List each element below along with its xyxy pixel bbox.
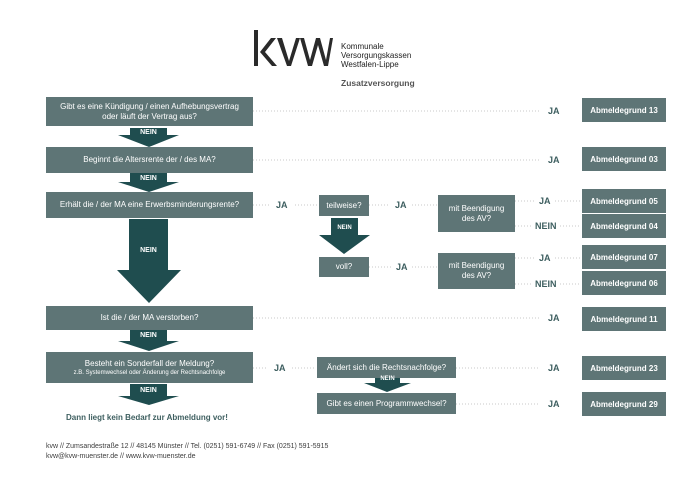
conclusion-text: Dann liegt kein Bedarf zur Abmeldung vor… [66, 413, 228, 422]
org-name-line2: Versorgungskassen [341, 51, 412, 60]
label-ja-voll: JA [396, 262, 408, 272]
result-abmeldegrund-04: Abmeldegrund 04 [582, 214, 666, 238]
footer-address: kvw // Zumsandestraße 12 // 48145 Münste… [46, 443, 329, 450]
arrow-q3-q4 [117, 219, 181, 303]
question-beendigung-teilweise: mit Beendigung des AV? [438, 195, 515, 232]
label-ja-teilweise: JA [395, 200, 407, 210]
kvw-logo [253, 27, 333, 69]
down-arrows [117, 128, 411, 405]
question-kuendigung-line2: oder läuft der Vertrag aus? [102, 111, 197, 121]
question-sonderfall: Besteht ein Sonderfall der Meldung? z.B.… [46, 352, 253, 383]
arrow-q4-q5 [118, 330, 179, 351]
question-verstorben-text: Ist die / der MA verstorben? [100, 313, 199, 322]
label-ja-beendigung-teilweise: JA [539, 196, 551, 206]
question-voll: voll? [319, 257, 369, 277]
question-teilweise: teilweise? [319, 195, 369, 216]
label-ja-verstorben: JA [548, 313, 560, 323]
result-abmeldegrund-03: Abmeldegrund 03 [582, 147, 666, 171]
result-abmeldegrund-29: Abmeldegrund 29 [582, 392, 666, 416]
label-nein-beendigung-teilweise: NEIN [535, 221, 557, 231]
label-ja-kuendigung: JA [548, 106, 560, 116]
question-sonderfall-line1: Besteht ein Sonderfall der Meldung? [84, 358, 215, 368]
arrow-label-nein-2: NEIN [140, 175, 157, 182]
arrow-label-nein-1: NEIN [140, 129, 157, 136]
dotted-connectors [253, 110, 580, 405]
org-name-line3: Westfalen-Lippe [341, 60, 399, 69]
arrow-q1-q2 [118, 128, 179, 147]
arrow-label-nein-4: NEIN [140, 332, 157, 339]
footer-contact: kvw@kvw-muenster.de // www.kvw-muenster.… [46, 453, 196, 460]
arrow-label-nein-teilweise: NEIN [337, 225, 352, 231]
question-beendigung-voll: mit Beendigung des AV? [438, 253, 515, 289]
result-abmeldegrund-13: Abmeldegrund 13 [582, 98, 666, 122]
question-beendigung-voll-line2: des AV? [461, 271, 492, 280]
label-ja-beendigung-voll: JA [539, 253, 551, 263]
question-altersrente: Beginnt die Altersrente der / des MA? [46, 147, 253, 173]
question-verstorben: Ist die / der MA verstorben? [46, 306, 253, 330]
label-ja-sonderfall: JA [274, 363, 286, 373]
arrow-label-nein-rechtsnachfolge: NEIN [380, 376, 395, 382]
question-beendigung-voll-line1: mit Beendigung [448, 261, 505, 270]
question-kuendigung-line1: Gibt es eine Kündigung / einen Aufhebung… [60, 101, 239, 111]
label-nein-beendigung-voll: NEIN [535, 279, 557, 289]
arrow-rechtsnachfolge-programmwechsel [364, 375, 411, 392]
arrow-q5-end [118, 384, 179, 405]
kvw-logo-mark [254, 30, 333, 66]
result-abmeldegrund-23: Abmeldegrund 23 [582, 356, 666, 380]
page-subtitle: Zusatzversorgung [341, 78, 415, 88]
question-beendigung-teilweise-line1: mit Beendigung [448, 203, 505, 213]
result-abmeldegrund-05: Abmeldegrund 05 [582, 189, 666, 213]
arrow-teilweise-voll [319, 218, 370, 254]
question-erwerbsminderungsrente: Erhält die / der MA eine Erwerbsminderun… [46, 192, 253, 218]
arrow-label-nein-5: NEIN [140, 387, 157, 394]
label-ja-altersrente: JA [548, 155, 560, 165]
question-teilweise-text: teilweise? [326, 200, 362, 210]
label-ja-programmwechsel: JA [548, 399, 560, 409]
question-programmwechsel: Gibt es einen Programmwechsel? [317, 393, 456, 414]
question-altersrente-text: Beginnt die Altersrente der / des MA? [83, 155, 216, 164]
question-rechtsnachfolge: Ändert sich die Rechtsnachfolge? [317, 357, 456, 378]
question-beendigung-teilweise-line2: des AV? [461, 213, 492, 223]
question-kuendigung: Gibt es eine Kündigung / einen Aufhebung… [46, 97, 253, 126]
label-ja-erwerbsminderung: JA [276, 200, 288, 210]
result-abmeldegrund-11: Abmeldegrund 11 [582, 307, 666, 331]
arrow-label-nein-3: NEIN [140, 247, 157, 254]
result-abmeldegrund-07: Abmeldegrund 07 [582, 245, 666, 269]
label-ja-rechtsnachfolge: JA [548, 363, 560, 373]
org-name-line1: Kommunale [341, 42, 384, 51]
question-sonderfall-line2: z.B. Systemwechsel oder Änderung der Rec… [73, 369, 226, 376]
arrow-q2-q3 [118, 173, 179, 192]
question-erwerbsminderungsrente-text: Erhält die / der MA eine Erwerbsminderun… [59, 200, 240, 209]
question-rechtsnachfolge-text: Ändert sich die Rechtsnachfolge? [326, 362, 447, 372]
question-programmwechsel-text: Gibt es einen Programmwechsel? [326, 398, 447, 408]
question-voll-text: voll? [335, 262, 353, 271]
result-abmeldegrund-06: Abmeldegrund 06 [582, 271, 666, 295]
